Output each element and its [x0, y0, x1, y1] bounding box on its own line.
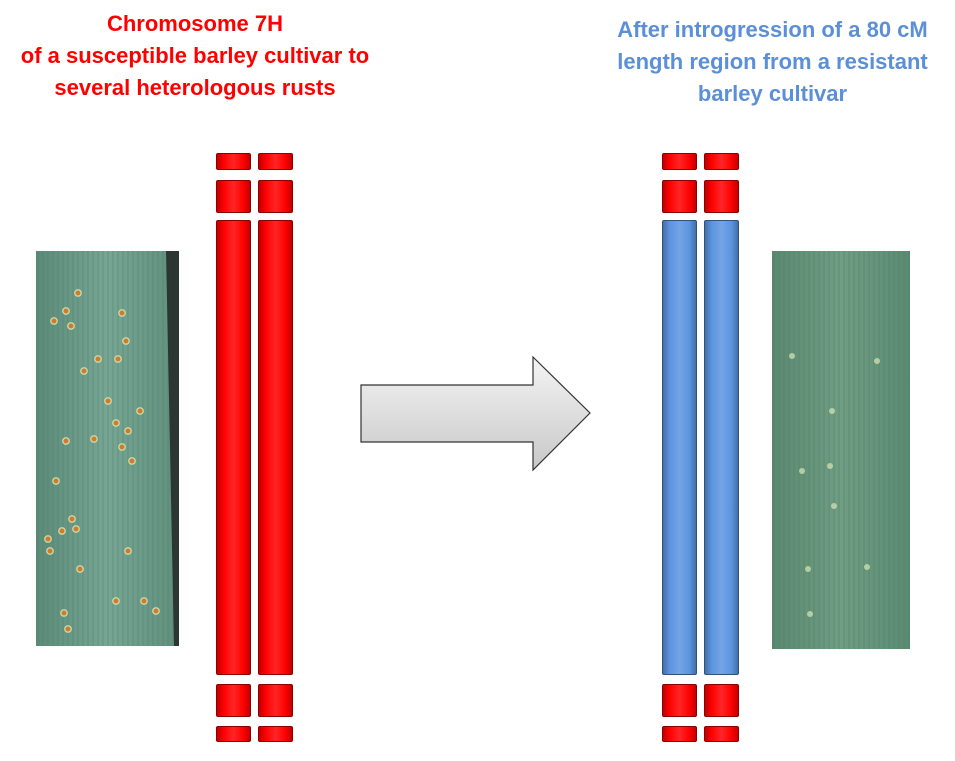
rust-pustule — [152, 607, 160, 615]
rust-pustule — [64, 625, 72, 633]
top-end-segment — [704, 153, 739, 170]
rust-pustule — [80, 367, 88, 375]
rust-pustule — [140, 597, 148, 605]
rust-pustule — [124, 427, 132, 435]
right-caption-line-1: After introgression of a 80 cM — [617, 17, 928, 42]
top-end-segment — [216, 153, 251, 170]
bottom-segment — [258, 684, 293, 717]
right-caption-line-2: length region from a resistant — [617, 49, 928, 74]
resistance-fleck — [789, 353, 795, 359]
rust-pustule — [58, 527, 66, 535]
resistance-fleck — [874, 358, 880, 364]
resistance-fleck — [827, 463, 833, 469]
rust-pustule — [112, 597, 120, 605]
rust-pustule — [60, 609, 68, 617]
resistance-fleck — [831, 503, 837, 509]
rust-pustule — [104, 397, 112, 405]
rust-pustule — [50, 317, 58, 325]
bottom-segment — [704, 684, 739, 717]
rust-pustule — [122, 337, 130, 345]
left-caption-line-3: several heterologous rusts — [54, 75, 336, 100]
left-caption-line-2: of a susceptible barley cultivar to — [20, 43, 370, 68]
rust-pustule — [90, 435, 98, 443]
top-end-segment — [258, 153, 293, 170]
bottom-end-segment — [258, 726, 293, 742]
rust-pustule — [68, 515, 76, 523]
resistance-fleck — [829, 408, 835, 414]
bottom-segment — [216, 684, 251, 717]
bottom-end-segment — [216, 726, 251, 742]
rust-pustule — [44, 535, 52, 543]
middle-segment-susceptible — [216, 220, 251, 675]
resistant-leaf-icon — [772, 251, 910, 649]
bottom-segment — [662, 684, 697, 717]
susceptible-leaf-image — [36, 251, 179, 646]
rust-pustule — [46, 547, 54, 555]
rust-pustule — [128, 457, 136, 465]
rust-pustule — [74, 289, 82, 297]
rust-pustule — [72, 525, 80, 533]
rust-pustule — [114, 355, 122, 363]
resistance-fleck — [799, 468, 805, 474]
rust-pustule — [76, 565, 84, 573]
rust-pustule — [94, 355, 102, 363]
rust-pustule — [118, 309, 126, 317]
resistance-fleck — [805, 566, 811, 572]
right-caption: After introgression of a 80 cM length re… — [590, 14, 955, 110]
rust-infected-leaf-icon — [36, 251, 179, 646]
rust-pustule — [62, 437, 70, 445]
bottom-end-segment — [704, 726, 739, 742]
rust-pustule — [52, 477, 60, 485]
resistance-fleck — [807, 611, 813, 617]
middle-segment-susceptible — [258, 220, 293, 675]
top-segment — [662, 180, 697, 213]
rust-pustule — [136, 407, 144, 415]
right-arrow-icon — [360, 355, 591, 472]
middle-segment-introgressed — [704, 220, 739, 675]
top-segment — [704, 180, 739, 213]
rust-pustule — [112, 419, 120, 427]
middle-segment-introgressed — [662, 220, 697, 675]
resistance-fleck — [864, 564, 870, 570]
rust-pustule — [118, 443, 126, 451]
right-caption-line-3: barley cultivar — [697, 81, 848, 106]
left-caption-line-1: Chromosome 7H — [106, 11, 284, 36]
top-segment — [216, 180, 251, 213]
rust-pustule — [62, 307, 70, 315]
bottom-end-segment — [662, 726, 697, 742]
resistant-leaf-image — [772, 251, 910, 649]
top-end-segment — [662, 153, 697, 170]
left-caption: Chromosome 7H of a susceptible barley cu… — [0, 8, 390, 104]
top-segment — [258, 180, 293, 213]
introgression-arrow — [360, 355, 592, 472]
rust-pustule — [67, 322, 75, 330]
rust-pustule — [124, 547, 132, 555]
